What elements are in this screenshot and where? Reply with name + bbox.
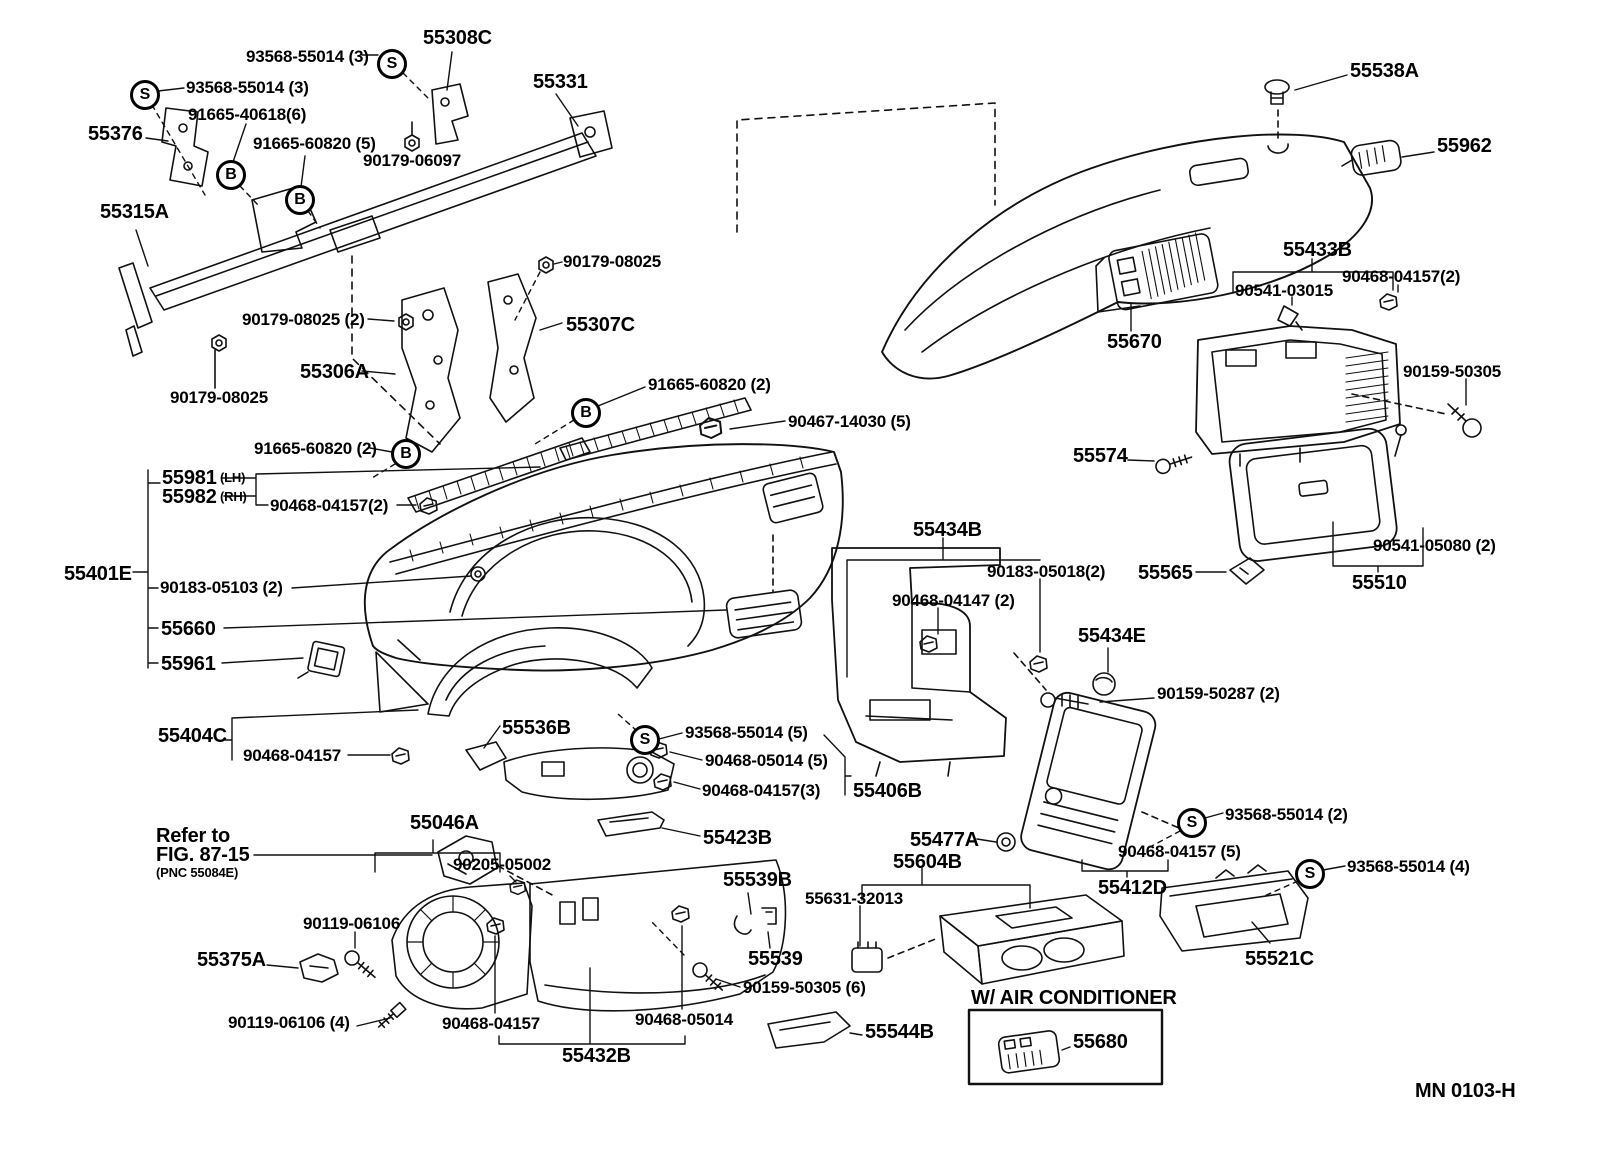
part-label-55539: 55539	[748, 948, 803, 970]
part-label-91665-60820-2-b: 91665-60820 (2)	[648, 375, 771, 394]
part-label-93568-55014-4: 93568-55014 (4)	[1347, 857, 1470, 876]
part-label-55412d: 55412D	[1098, 877, 1167, 899]
part-label-55433b: 55433B	[1283, 239, 1352, 261]
part-label-55538a: 55538A	[1350, 60, 1419, 82]
part-label-55375a: 55375A	[197, 949, 266, 971]
part-label-55477a: 55477A	[910, 829, 979, 851]
marker-s-4: S	[1177, 808, 1207, 838]
part-label-55404c: 55404C	[158, 725, 227, 747]
part-label-55982-rh-suffix: (RH)	[216, 489, 247, 504]
marker-s-5: S	[1295, 859, 1325, 889]
part-label-90179-08025-2: 90179-08025 (2)	[242, 310, 365, 329]
part-label-55434e: 55434E	[1078, 625, 1146, 647]
part-label-91665-60820-2-a: 91665-60820 (2)	[254, 439, 377, 458]
part-label-55961: 55961	[161, 653, 216, 675]
part-label-90183-05018-2: 90183-05018(2)	[987, 562, 1106, 581]
part-label-55604b: 55604B	[893, 851, 962, 873]
part-label-91665-40618-6: 91665-40618(6)	[188, 105, 307, 124]
note-refer-to-line3: (PNC 55084E)	[156, 865, 239, 880]
part-label-55962: 55962	[1437, 135, 1492, 157]
marker-s-2: S	[130, 80, 160, 110]
part-label-55574: 55574	[1073, 445, 1128, 467]
part-label-90119-06106: 90119-06106	[303, 914, 401, 933]
part-label-55521c: 55521C	[1245, 948, 1314, 970]
part-label-55432b: 55432B	[562, 1045, 631, 1067]
part-label-90119-06106-4: 90119-06106 (4)	[228, 1013, 350, 1032]
part-label-90159-50305-b: 90159-50305	[1403, 362, 1502, 381]
note-air-conditioner: W/ AIR CONDITIONER	[971, 987, 1177, 1009]
part-label-93568-55014-5: 93568-55014 (5)	[685, 723, 808, 742]
part-label-90159-50305-6: 90159-50305 (6)	[743, 978, 866, 997]
part-label-55423b: 55423B	[703, 827, 772, 849]
part-label-90468-05014-b: 90468-05014	[635, 1010, 734, 1029]
part-label-55406b: 55406B	[853, 780, 922, 802]
part-label-90468-04157-3: 90468-04157(3)	[702, 781, 821, 800]
part-label-55536b: 55536B	[502, 717, 571, 739]
marker-b-3: B	[391, 439, 421, 469]
part-label-93568-55014-3-a: 93568-55014 (3)	[246, 47, 369, 66]
part-label-90468-05014-5: 90468-05014 (5)	[705, 751, 828, 770]
part-label-55308c: 55308C	[423, 27, 492, 49]
part-label-90179-08025-b: 90179-08025	[170, 388, 269, 407]
part-label-90468-04147-2: 90468-04147 (2)	[892, 591, 1015, 610]
part-label-55544b: 55544B	[865, 1021, 934, 1043]
marker-s-3: S	[630, 725, 660, 755]
part-label-55680: 55680	[1073, 1031, 1128, 1053]
figure-code: MN 0103-H	[1415, 1080, 1516, 1102]
part-label-55565: 55565	[1138, 562, 1193, 584]
part-label-55981-lh: 55981 (LH)	[162, 467, 246, 489]
part-label-90541-03015: 90541-03015	[1235, 281, 1334, 300]
part-label-90468-04157-2-b: 90468-04157(2)	[1342, 267, 1461, 286]
part-label-55631-32013: 55631-32013	[805, 889, 904, 908]
part-label-90541-05080-2: 90541-05080 (2)	[1373, 536, 1496, 555]
part-label-55315a: 55315A	[100, 201, 169, 223]
part-label-55046a: 55046A	[410, 812, 479, 834]
part-label-90468-04157-b: 90468-04157	[243, 746, 342, 765]
part-label-93568-55014-3-b: 93568-55014 (3)	[186, 78, 309, 97]
part-label-90468-04157-c: 90468-04157	[442, 1014, 541, 1033]
marker-s-1: S	[377, 49, 407, 79]
part-label-55401e: 55401E	[64, 563, 132, 585]
part-label-55376: 55376	[88, 123, 143, 145]
part-label-90468-04157-2-a: 90468-04157(2)	[270, 496, 389, 515]
part-label-55434b: 55434B	[913, 519, 982, 541]
note-refer-to-line2: FIG. 87-15	[156, 844, 250, 866]
part-label-55510: 55510	[1352, 572, 1407, 594]
marker-b-4: B	[571, 398, 601, 428]
part-label-55306a: 55306A	[300, 361, 369, 383]
part-label-90205-05002: 90205-05002	[453, 855, 552, 874]
part-label-55331: 55331	[533, 71, 588, 93]
marker-b-2: B	[285, 185, 315, 215]
part-label-90179-08025-a: 90179-08025	[563, 252, 662, 271]
marker-b-1: B	[216, 160, 246, 190]
part-label-55670: 55670	[1107, 331, 1162, 353]
part-label-55539b: 55539B	[723, 869, 792, 891]
part-label-90179-06097: 90179-06097	[363, 151, 462, 170]
part-label-55982-rh: 55982 (RH)	[162, 486, 247, 508]
part-label-55660: 55660	[161, 618, 216, 640]
part-label-55981-lh-suffix: (LH)	[216, 470, 246, 485]
part-label-91665-60820-5: 91665-60820 (5)	[253, 134, 376, 153]
part-label-90467-14030-5: 90467-14030 (5)	[788, 412, 911, 431]
part-label-93568-55014-2: 93568-55014 (2)	[1225, 805, 1348, 824]
part-label-90159-50287-2: 90159-50287 (2)	[1157, 684, 1280, 703]
part-label-55307c: 55307C	[566, 314, 635, 336]
part-label-90468-04157-5: 90468-04157 (5)	[1118, 842, 1241, 861]
part-label-90183-05103-2: 90183-05103 (2)	[160, 578, 283, 597]
note-refer-to-line1: Refer to	[156, 825, 230, 847]
